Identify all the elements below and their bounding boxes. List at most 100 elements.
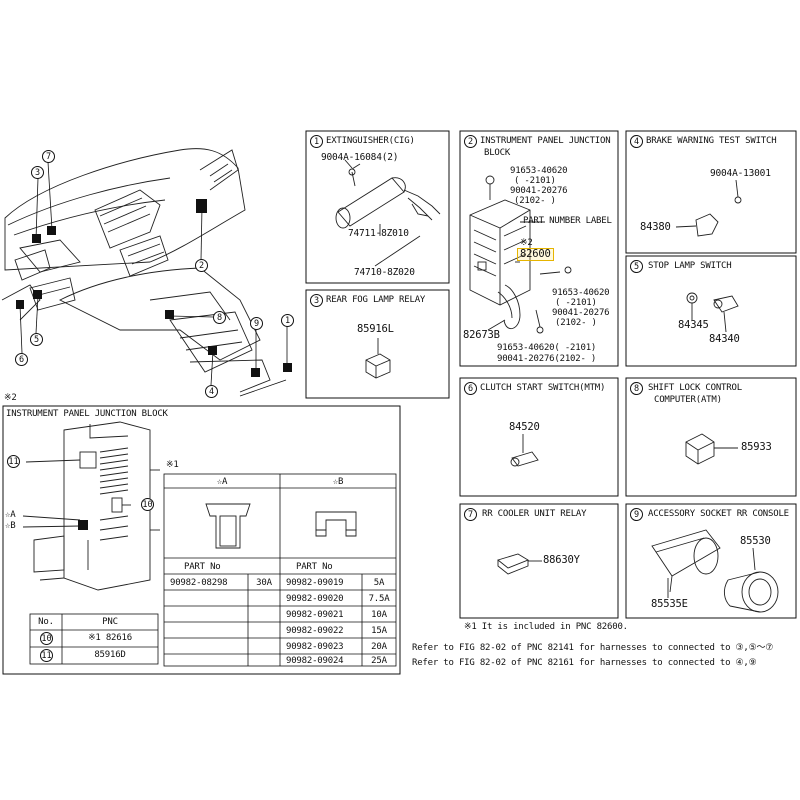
fuse-b-amp-3: 15A bbox=[371, 626, 387, 636]
fuse-a-amp-0: 30A bbox=[256, 578, 272, 588]
fuse-a-part-0[interactable]: 90982-08298 bbox=[170, 578, 228, 588]
panel-9-title: ACCESSORY SOCKET RR CONSOLE bbox=[648, 509, 789, 519]
callout-2[interactable]: 2 bbox=[195, 259, 208, 272]
jb-star-a: ☆A bbox=[5, 510, 16, 520]
fuse-note-mark: ※1 bbox=[166, 460, 179, 470]
fuse-b-part-5[interactable]: 90982-09024 bbox=[286, 656, 344, 666]
panel-7-title: RR COOLER UNIT RELAY bbox=[482, 509, 587, 519]
jb-callout-10[interactable]: 10 bbox=[141, 498, 154, 511]
part-90041-20276-b[interactable]: 90041-20276 bbox=[552, 308, 610, 318]
fuse-a-header-part: PART No bbox=[184, 562, 221, 572]
jb-callout-11[interactable]: 11 bbox=[7, 455, 20, 468]
part-91653-range-a: ( -2101) bbox=[514, 176, 556, 186]
pnc-table-grid bbox=[29, 613, 159, 665]
part-88630y[interactable]: 88630Y bbox=[543, 554, 580, 566]
panel-4-title: BRAKE WARNING TEST SWITCH bbox=[646, 136, 777, 146]
panel-1-frame bbox=[305, 130, 450, 284]
panel-6-title: CLUTCH START SWITCH(MTM) bbox=[480, 383, 606, 393]
panel-9-frame bbox=[625, 503, 797, 619]
callout-6[interactable]: 6 bbox=[15, 353, 28, 366]
relay-art-1 bbox=[365, 338, 391, 379]
pnc-header-pnc: PNC bbox=[102, 617, 118, 627]
stop-switch-art bbox=[686, 292, 739, 333]
callout-8[interactable]: 8 bbox=[213, 311, 226, 324]
part-number-label-title: PART NUMBER LABEL bbox=[523, 216, 612, 226]
part-91653-range-b: ( -2101) bbox=[555, 298, 597, 308]
note-mark-2: ※2 bbox=[520, 238, 533, 248]
panel-2-title-line2: BLOCK bbox=[484, 148, 511, 158]
part-90041-20276-a[interactable]: 90041-20276 bbox=[510, 186, 568, 196]
part-74711-8z010[interactable]: 74711-8Z010 bbox=[348, 228, 409, 239]
jb-panel-frame bbox=[2, 405, 401, 675]
junction-block-art bbox=[469, 175, 572, 334]
fuse-art bbox=[205, 503, 357, 549]
fuse-b-amp-2: 10A bbox=[371, 610, 387, 620]
part-85530[interactable]: 85530 bbox=[740, 535, 771, 547]
fuse-b-part-0[interactable]: 90982-09019 bbox=[286, 578, 344, 588]
part-82600[interactable]: 82600 bbox=[517, 248, 554, 261]
part-90041-range-a: (2102- ) bbox=[514, 196, 556, 206]
panel-5-number: 5 bbox=[630, 260, 643, 273]
footer-ref-2: Refer to FIG 82-02 of PNC 82161 for harn… bbox=[412, 658, 757, 668]
accessory-socket-art bbox=[651, 529, 779, 613]
part-84380[interactable]: 84380 bbox=[640, 221, 671, 233]
shift-lock-art bbox=[685, 433, 738, 465]
part-85916l[interactable]: 85916L bbox=[357, 323, 394, 335]
part-84520[interactable]: 84520 bbox=[509, 421, 540, 433]
panel-7-frame bbox=[459, 503, 619, 619]
fuse-b-part-1[interactable]: 90982-09020 bbox=[286, 594, 344, 604]
part-74710-8z020[interactable]: 74710-8Z020 bbox=[354, 267, 415, 278]
fuse-b-part-2[interactable]: 90982-09021 bbox=[286, 610, 344, 620]
fuse-b-part-3[interactable]: 90982-09022 bbox=[286, 626, 344, 636]
footer-ref-1: Refer to FIG 82-02 of PNC 82141 for harn… bbox=[412, 643, 774, 653]
part-85535e[interactable]: 85535E bbox=[651, 598, 688, 610]
part-9004a-16084[interactable]: 9004A-16084(2) bbox=[321, 152, 399, 163]
pnc-row-11-value[interactable]: 85916D bbox=[94, 650, 126, 660]
part-82673b[interactable]: 82673B bbox=[463, 329, 500, 341]
panel-8-title-line2: COMPUTER(ATM) bbox=[654, 395, 722, 405]
clutch-switch-art bbox=[510, 434, 539, 467]
jb-note-mark: ※2 bbox=[4, 393, 17, 403]
panel-3-frame bbox=[305, 289, 450, 399]
pnc-row-11-no: 11 bbox=[40, 649, 53, 662]
footer-note: ※1 It is included in PNC 82600. bbox=[464, 622, 628, 632]
fuse-b-amp-1: 7.5A bbox=[368, 594, 390, 604]
part-84340[interactable]: 84340 bbox=[709, 333, 740, 345]
fuse-b-part-4[interactable]: 90982-09023 bbox=[286, 642, 344, 652]
callout-9[interactable]: 9 bbox=[250, 317, 263, 330]
callout-5[interactable]: 5 bbox=[30, 333, 43, 346]
fuse-col-a: ☆A bbox=[216, 477, 228, 487]
fuse-col-b: ☆B bbox=[332, 477, 344, 487]
jb-title: INSTRUMENT PANEL JUNCTION BLOCK bbox=[6, 409, 168, 419]
panel-2-number: 2 bbox=[464, 135, 477, 148]
part-84345[interactable]: 84345 bbox=[678, 319, 709, 331]
pnc-row-10-value[interactable]: ※1 82616 bbox=[88, 633, 132, 643]
jb-star-b: ☆B bbox=[5, 521, 16, 531]
part-90041-20276-c[interactable]: 90041-20276(2102- ) bbox=[497, 354, 597, 364]
fuse-b-amp-5: 25A bbox=[371, 656, 387, 666]
panel-1-title: EXTINGUISHER(CIG) bbox=[326, 136, 415, 146]
relay-art-2 bbox=[497, 553, 542, 575]
fuse-b-header-part: PART No bbox=[296, 562, 333, 572]
panel-6-frame bbox=[459, 377, 619, 497]
panel-7-number: 7 bbox=[464, 508, 477, 521]
panel-8-frame bbox=[625, 377, 797, 497]
panel-2-frame bbox=[459, 130, 619, 367]
panel-4-frame bbox=[625, 130, 797, 254]
callout-3[interactable]: 3 bbox=[31, 166, 44, 179]
part-91653-40620-c[interactable]: 91653-40620( -2101) bbox=[497, 343, 597, 353]
part-91653-40620-b[interactable]: 91653-40620 bbox=[552, 288, 610, 298]
panel-4-number: 4 bbox=[630, 135, 643, 148]
fuse-b-amp-4: 20A bbox=[371, 642, 387, 652]
part-91653-40620-a[interactable]: 91653-40620 bbox=[510, 166, 568, 176]
brake-switch-art bbox=[675, 179, 742, 237]
pnc-row-10-no: 10 bbox=[40, 632, 53, 645]
callout-7[interactable]: 7 bbox=[42, 150, 55, 163]
part-9004a-13001[interactable]: 9004A-13001 bbox=[710, 168, 771, 179]
callout-4[interactable]: 4 bbox=[205, 385, 218, 398]
part-85933[interactable]: 85933 bbox=[741, 441, 772, 453]
panel-2-title-line1: INSTRUMENT PANEL JUNCTION bbox=[480, 136, 611, 146]
part-90041-range-b: (2102- ) bbox=[555, 318, 597, 328]
callout-1[interactable]: 1 bbox=[281, 314, 294, 327]
